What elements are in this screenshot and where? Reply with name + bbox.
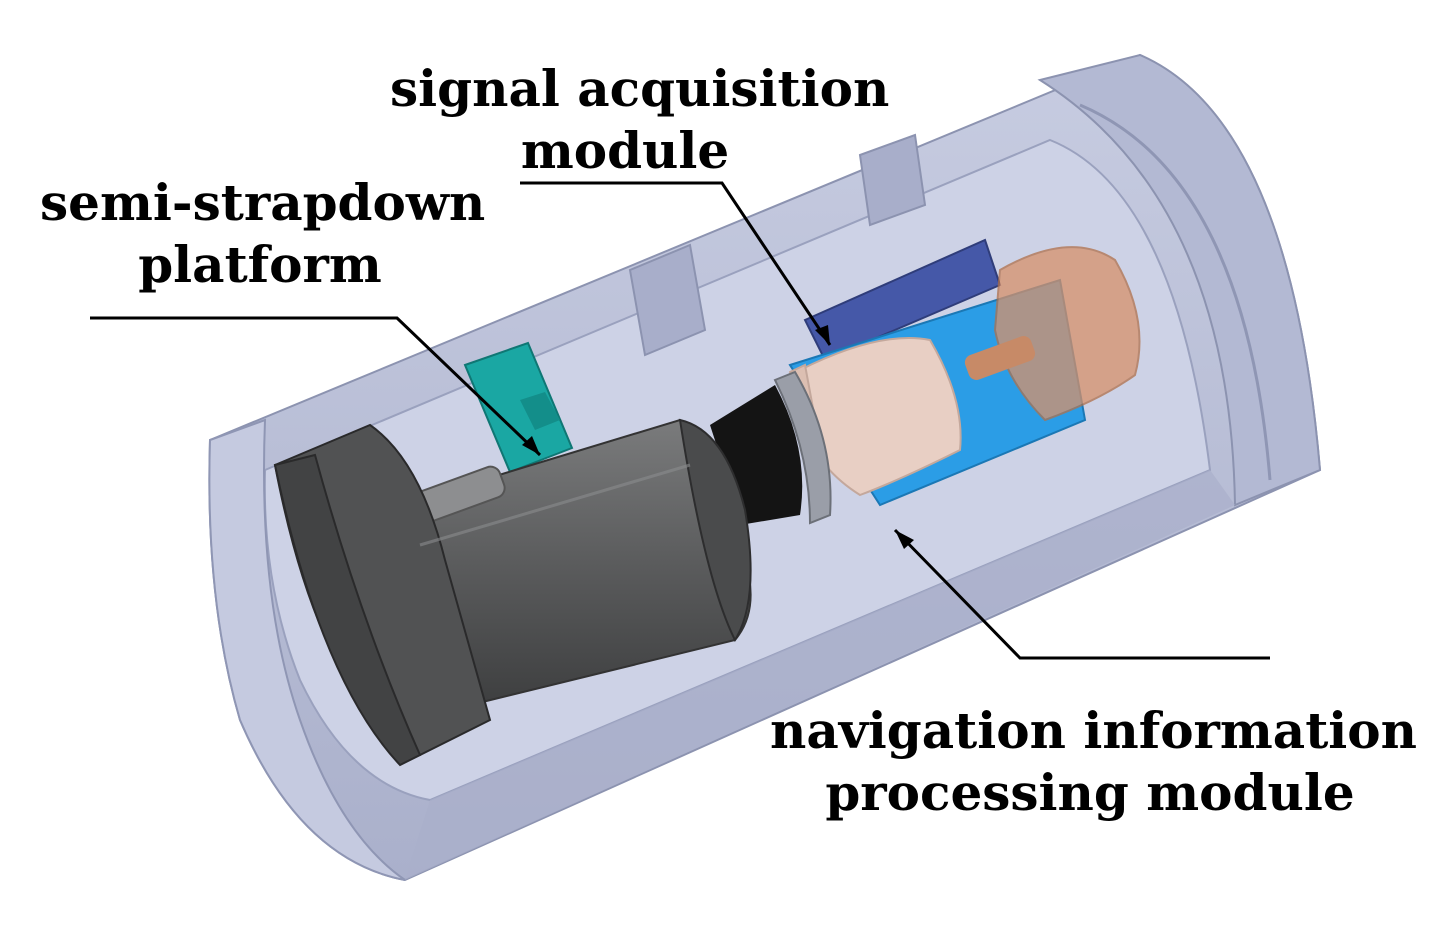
copper-shaft <box>964 336 1036 380</box>
label-signal-acquisition-line2: module <box>520 121 730 180</box>
housing-bottom-shade <box>405 470 1235 880</box>
motor-end-cap <box>678 418 752 643</box>
label-navigation-information-processing-module: navigation information processing module <box>770 700 1417 824</box>
leader-lines <box>90 181 1270 660</box>
label-semi-strapdown-platform: semi-strapdown platform <box>40 172 486 296</box>
pink-module-block <box>798 337 962 497</box>
label-signal-acquisition-module: signal acquisition module <box>390 58 890 182</box>
teal-bracket <box>463 341 574 474</box>
leader-arrowhead-signal <box>815 325 830 345</box>
leader-arrowhead-nav <box>895 530 914 549</box>
motor-base-front <box>273 453 422 767</box>
leader-line-semi-strapdown <box>90 316 542 457</box>
motor-body-highlight <box>419 463 691 547</box>
teal-bracket-step <box>520 392 560 430</box>
label-navigation-line1: navigation information <box>770 701 1417 760</box>
semi-strapdown-platform-parts <box>273 341 752 767</box>
label-semi-strapdown-line2: platform <box>138 235 382 294</box>
label-navigation-line2: processing module <box>825 763 1355 822</box>
housing-right-flange <box>1037 53 1322 507</box>
signal-acquisition-parts <box>788 238 1141 510</box>
copper-cylinder <box>993 246 1141 422</box>
housing-notch <box>628 243 707 357</box>
leader-line-signal-acquisition <box>520 181 832 346</box>
label-signal-acquisition-line1: signal acquisition <box>390 59 890 118</box>
housing-notch-2 <box>858 133 927 227</box>
housing-right-rim <box>1079 103 1272 481</box>
leader-line-navigation <box>893 528 1270 660</box>
label-semi-strapdown-line1: semi-strapdown <box>40 173 486 232</box>
leader-arrowhead-semi <box>522 436 540 455</box>
grey-flange-ring <box>773 370 832 525</box>
housing-left-rim <box>208 418 406 881</box>
